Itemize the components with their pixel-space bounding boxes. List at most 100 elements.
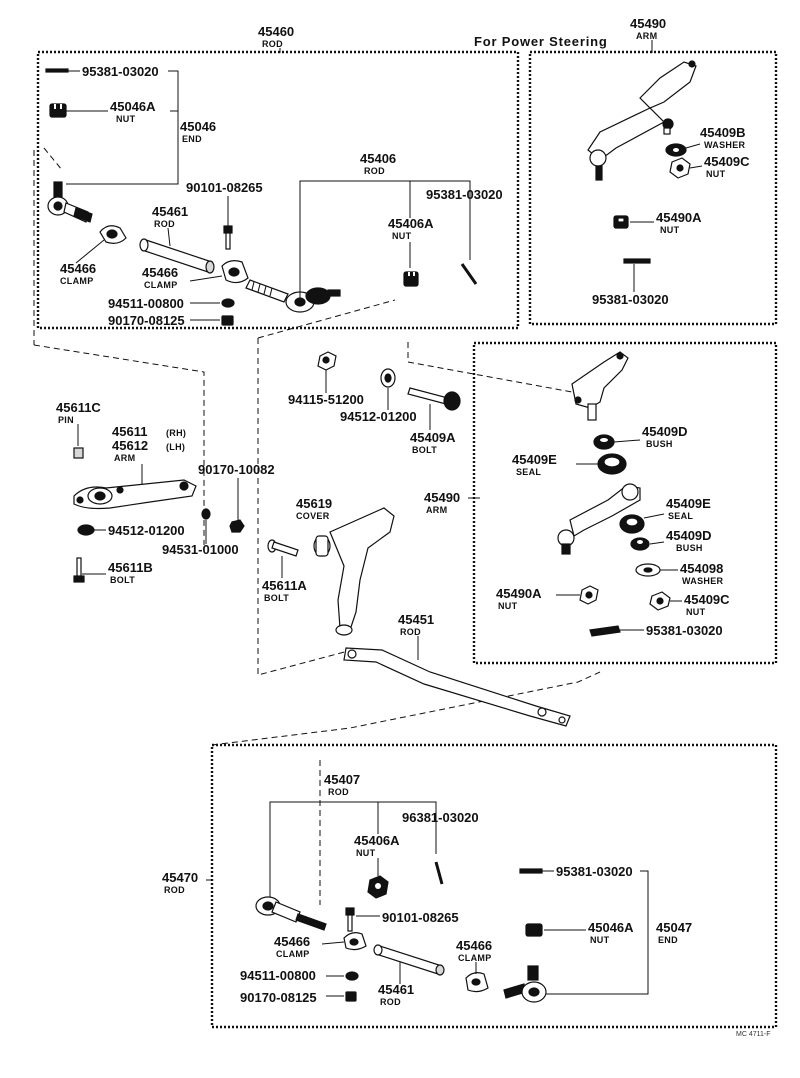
idler-arm-icon [557,483,641,555]
clamp-icon [99,225,127,244]
leader [685,143,701,149]
short-rod-icon [373,944,445,976]
label-45611C-name: PIN [58,415,74,425]
label-94512-b: 94512-01200 [108,523,185,538]
label-45612-name: ARM [114,453,135,463]
label-90170-b: 90170-10082 [198,462,275,477]
washer-icon [380,368,396,388]
label-45409C-a-num: 45409C [704,154,750,169]
nut-icon [579,585,599,605]
label-45409E-b-num: 45409E [666,496,711,511]
label-45409B-b-num: 454098 [680,561,723,576]
steering-knuckle-arm-icon [73,479,197,510]
label-95381-a: 95381-03020 [82,64,159,79]
washer-icon [345,971,359,981]
figure-code: MC 4711-F [736,1031,771,1038]
label-45611B-name: BOLT [110,575,135,585]
center-rod-icon [343,647,571,727]
cotter-pin-icon [519,868,543,874]
bushing-icon [593,434,615,450]
power-steering-note: For Power Steering [474,34,608,49]
bushing-icon [630,537,650,551]
nut-icon [317,351,337,371]
dashed-link-lower [211,671,601,746]
label-45466-a-name: CLAMP [60,276,94,286]
label-45409B-a-num: 45409B [700,125,746,140]
nut-icon [649,591,671,611]
label-45611-num: 45611 [112,424,147,439]
clamp-icon [343,932,367,951]
leader [546,870,649,995]
dashed-link-mid [257,299,396,339]
label-45460-num: 45460 [258,24,294,39]
label-45466-b-name: CLAMP [144,280,178,290]
castle-nut-icon [49,103,67,118]
cotter-pin-icon [623,258,651,264]
dashed-link-center [257,338,353,676]
washer-icon [221,298,235,308]
label-45490-mid-num: 45490 [424,490,460,505]
tie-rod-box-upper-left [36,50,520,330]
tie-rod-end-icon [47,181,93,223]
label-45047-name: END [658,935,678,945]
label-45490A-a-name: NUT [660,225,680,235]
label-45466-d-num: 45466 [456,938,492,953]
label-45461-b-name: ROD [380,997,401,1007]
label-45466-a-num: 45466 [60,261,96,276]
clamp-icon [221,260,249,284]
label-45046-name: END [182,134,202,144]
label-45466-d-name: CLAMP [458,953,492,963]
label-45460-name: ROD [262,39,283,49]
leader [689,165,703,169]
label-45409B-b-name: WASHER [682,576,724,586]
label-96381: 96381-03020 [402,810,479,825]
short-rod-icon [139,238,215,274]
label-45406A-a-num: 45406A [388,216,434,231]
label-45409B-a-name: WASHER [704,140,746,150]
castle-nut-icon [367,875,389,899]
pitman-arm-icon [329,507,395,636]
label-45409D-a-num: 45409D [642,424,688,439]
label-45046A-a-num: 45046A [110,99,156,114]
label-45461-a-num: 45461 [152,204,188,219]
leader [167,227,171,247]
castle-nut-icon [525,923,543,937]
leader [299,180,471,298]
label-90170-a: 90170-08125 [108,313,185,328]
label-95381-c: 95381-03020 [592,292,669,307]
label-45490-top-num: 45490 [630,16,666,31]
label-45490-top-name: ARM [636,31,657,41]
label-90101-a: 90101-08265 [186,180,263,195]
nut-icon [613,215,629,229]
cotter-pin-icon [45,68,69,73]
nut-icon [345,991,357,1002]
nut-icon [229,519,245,533]
label-45619-name: COVER [296,511,330,521]
label-45451-name: ROD [400,627,421,637]
pin-icon [73,447,84,459]
label-45490A-b-name: NUT [498,601,518,611]
seal-icon [597,453,627,475]
label-94115: 94115-51200 [288,392,364,407]
cover-icon [313,535,331,557]
tie-rod-icon [255,896,327,931]
label-45612-side: (LH) [166,442,185,452]
washer-icon [635,563,661,577]
label-45409A-name: BOLT [412,445,437,455]
washer-icon [77,524,95,536]
dashed-link-arm [33,344,205,545]
label-45490A-b-num: 45490A [496,586,542,601]
dashed-link-idler [407,342,573,393]
cotter-pin-icon [434,861,444,885]
nut-icon [221,315,234,326]
label-45611-side: (RH) [166,428,186,438]
leader [321,941,345,945]
label-45611C-num: 45611C [56,400,101,415]
dashed-link-end [43,147,63,171]
leader [189,275,223,282]
bolt-icon [345,907,355,932]
label-45470-name: ROD [164,885,185,895]
label-90101-b: 90101-08265 [382,910,459,925]
cotter-pin-icon [589,625,621,637]
